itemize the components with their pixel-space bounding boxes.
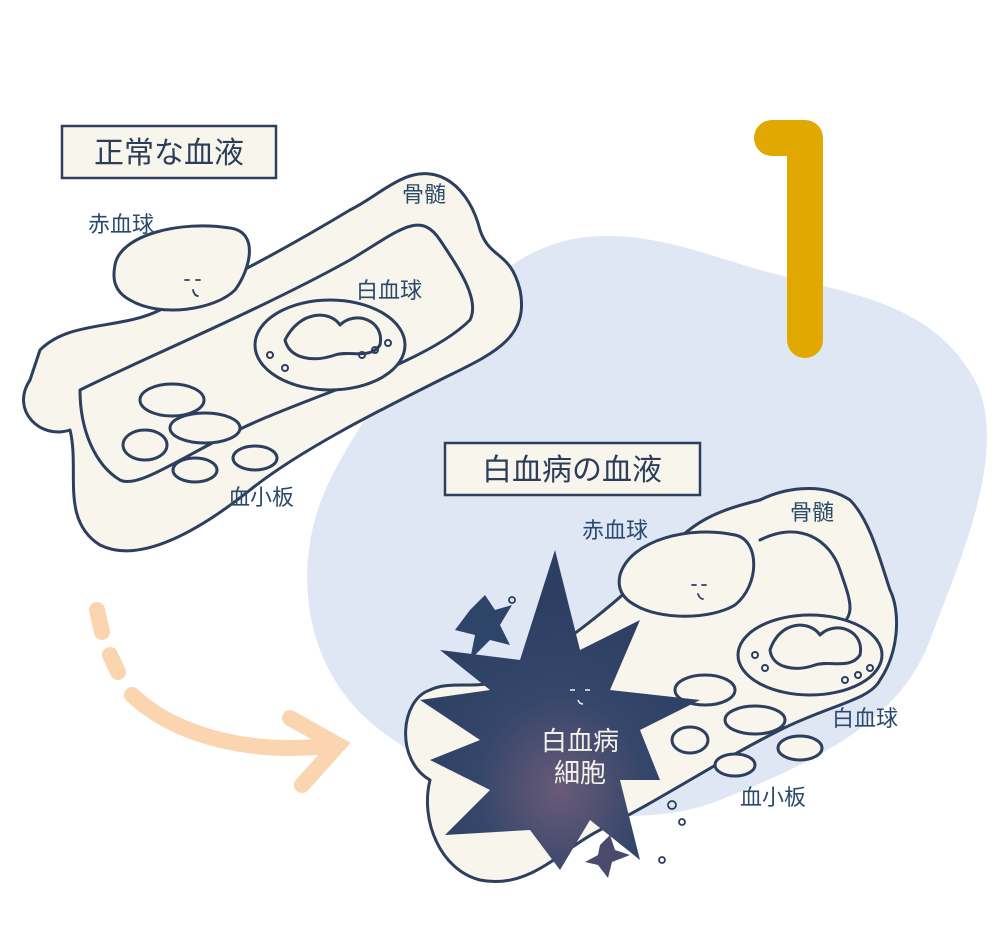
normal-title-box: 正常な血液 — [60, 124, 278, 180]
normal-title: 正常な血液 — [94, 136, 244, 171]
label-red-blood-cell: 赤血球 — [88, 213, 154, 238]
label-bone-marrow: 骨髄 — [402, 183, 446, 208]
leukemia-cell-illustration: 白血病 細胞 — [420, 550, 700, 878]
leukemia-title: 白血病の血液 — [482, 453, 662, 488]
label-red-blood-cell-leukemia: 赤血球 — [582, 519, 648, 544]
label-platelet: 血小板 — [228, 486, 294, 511]
label-leukemia-cell-line2: 細胞 — [554, 759, 606, 789]
label-leukemia-cell-line1: 白血病 — [541, 727, 619, 757]
step-number-graphic — [754, 120, 823, 358]
leukemia-title-box: 白血病の血液 — [443, 441, 702, 497]
label-white-blood-cell: 白血球 — [356, 279, 422, 304]
label-white-blood-cell-leukemia: 白血球 — [832, 707, 898, 732]
label-bone-marrow-leukemia: 骨髄 — [790, 501, 834, 526]
arrow-icon — [89, 602, 351, 793]
normal-bone-illustration — [22, 172, 523, 553]
label-platelet-leukemia: 血小板 — [740, 786, 806, 811]
